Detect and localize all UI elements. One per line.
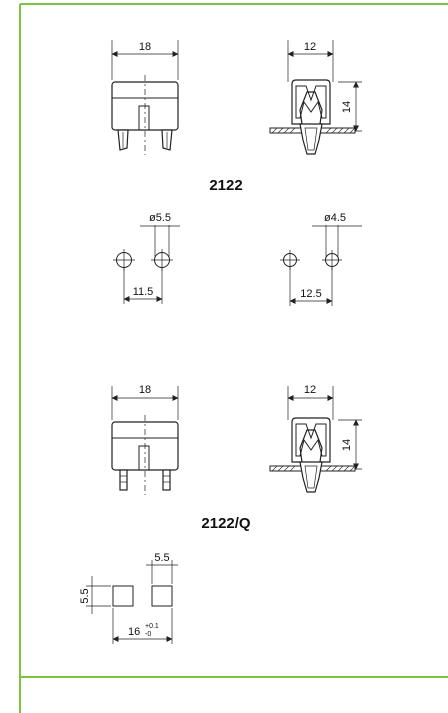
hole-b-diameter-label: ø4.5 <box>324 212 346 224</box>
front-width-label: 18 <box>139 41 151 53</box>
hole-b-spacing-label: 12.5 <box>300 288 321 300</box>
cutout-spacing-label: 16 <box>128 626 140 638</box>
part-2122q-side-view: 12 14 <box>269 384 362 493</box>
q-side-width-label: 12 <box>304 384 316 396</box>
hole-a-spacing-label: 11.5 <box>133 286 154 298</box>
cutout-height-label: 5.5 <box>79 588 91 603</box>
part-2122q-front-view: 18 <box>111 384 179 495</box>
tolerance-upper-label: +0.1 <box>145 623 159 630</box>
part-2122q-cutout: 5.5 5.5 16 +0.1 -0 <box>79 552 178 644</box>
tolerance-lower-label: -0 <box>145 631 151 638</box>
hole-pattern-b: ø4.5 12.5 <box>280 212 362 306</box>
q-side-height-label: 14 <box>341 439 353 451</box>
part-2122-front-view: 18 <box>111 40 179 155</box>
hole-a-diameter-label: ø5.5 <box>149 212 171 224</box>
hole-pattern-a: ø5.5 11.5 <box>113 212 180 304</box>
side-width-label: 12 <box>304 41 316 53</box>
part-2122q-code: 2122/Q <box>201 515 251 532</box>
part-2122-side-view: 12 14 <box>269 40 362 155</box>
cutout-width-label: 5.5 <box>154 552 169 564</box>
side-height-label: 14 <box>341 101 353 113</box>
part-2122-code: 2122 <box>209 177 242 194</box>
q-front-width-label: 18 <box>139 384 151 396</box>
green-frame <box>19 3 448 713</box>
